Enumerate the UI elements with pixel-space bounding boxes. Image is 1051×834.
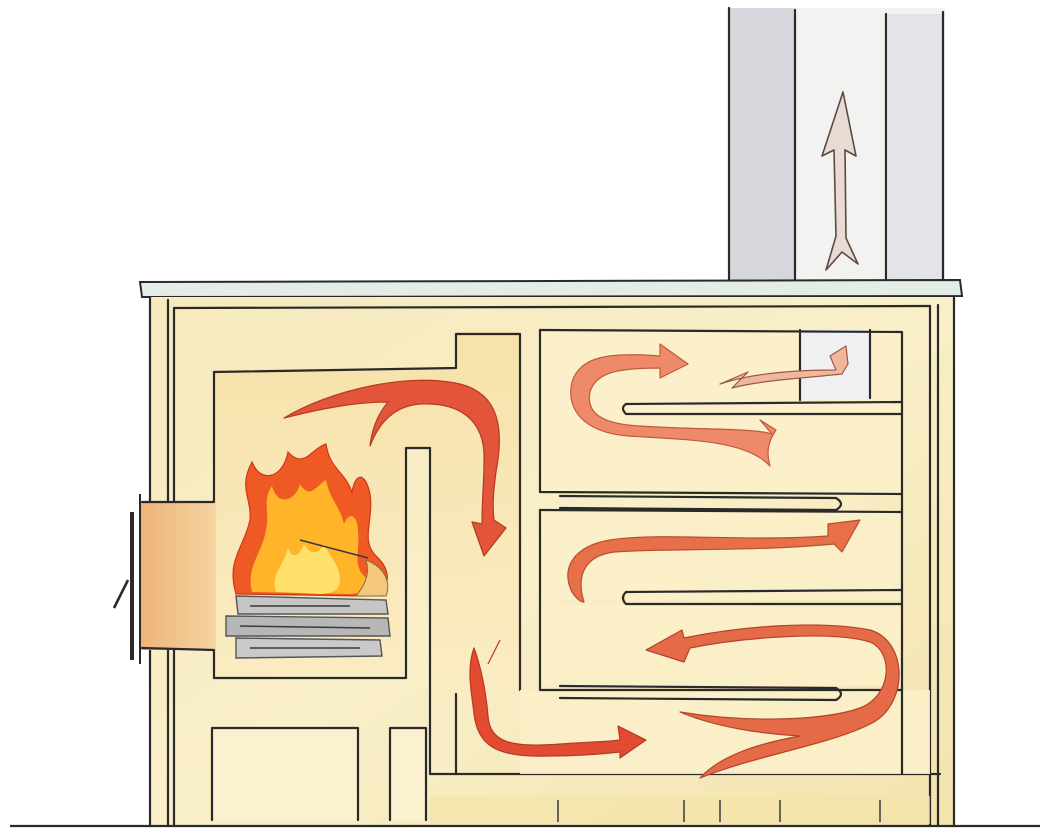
flow-arrow-3 [645,624,900,779]
chimney [727,6,945,284]
chimney-flue-left [729,8,795,282]
stove-top-slab [138,278,964,299]
chimney-wall-right [888,14,944,282]
flow-arrow-1 [283,379,507,557]
flow-arrow-2 [469,639,647,759]
smoke-arrow-icon [821,91,859,271]
flow-arrow-5 [570,343,777,467]
flow-arrow-6 [719,345,849,389]
firebox-door [112,494,216,664]
flow-arrow-4 [567,519,861,603]
flame-icon [232,443,389,597]
ash-pit [210,726,428,822]
flow-arrows [283,343,900,779]
base-bricks [430,796,930,824]
logs-icon [225,595,391,659]
door-handle-icon [112,579,130,609]
